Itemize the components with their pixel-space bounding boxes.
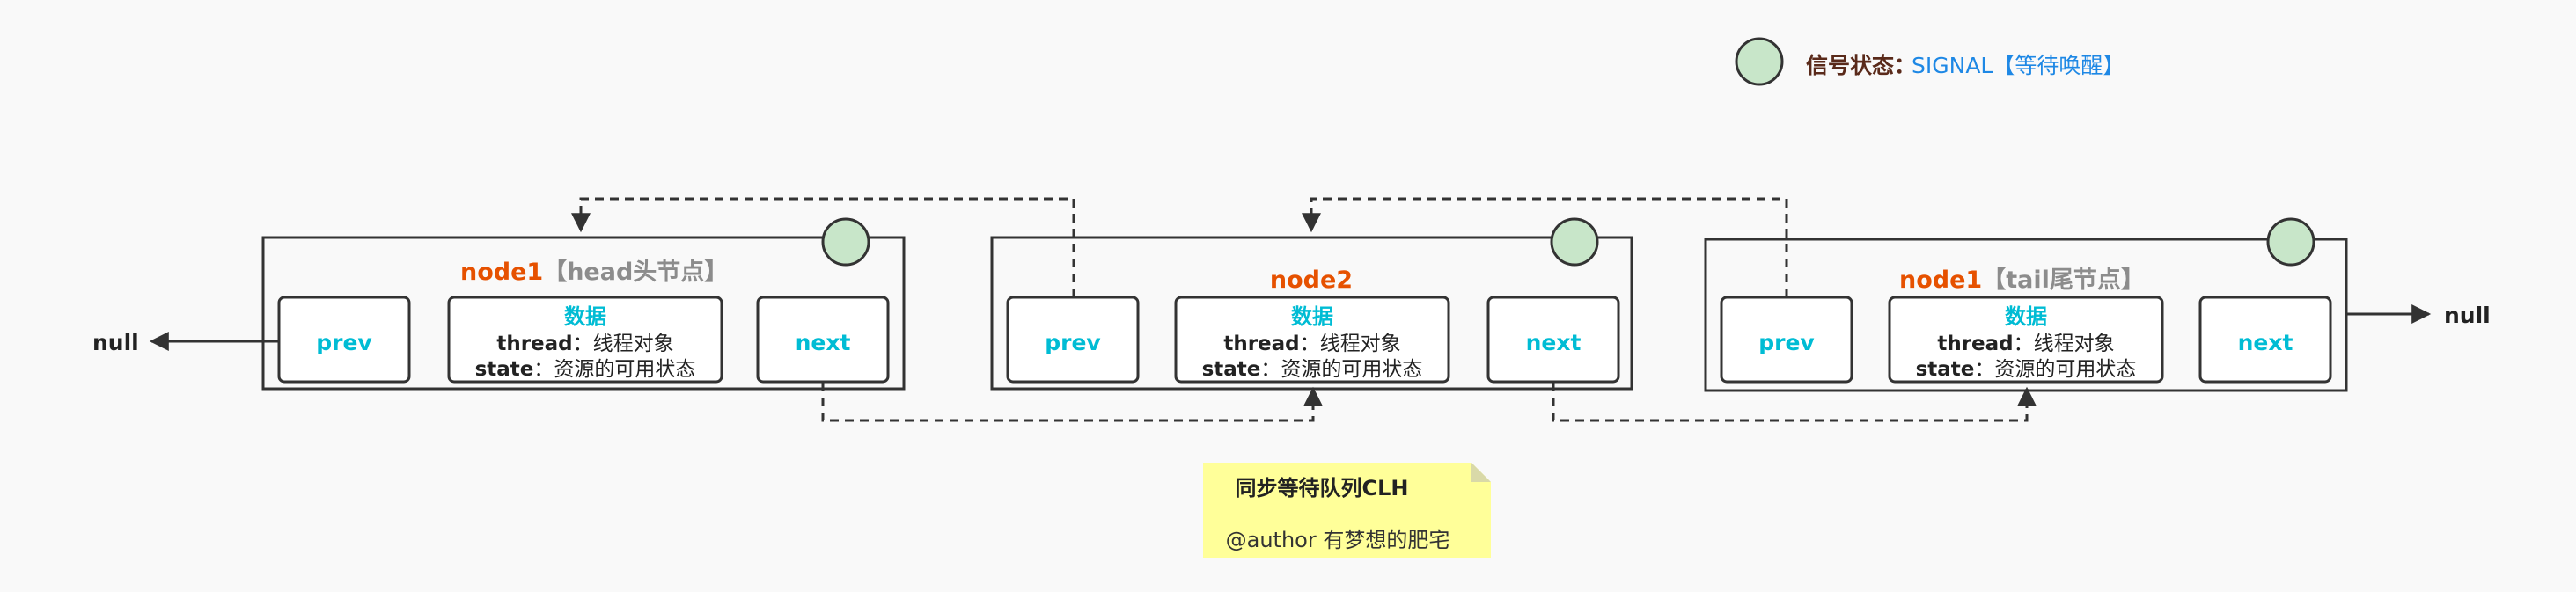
state-value: ：资源的可用状态	[1974, 358, 2136, 381]
node-tail-data-box	[1888, 296, 2164, 384]
legend-label: 信号状态：	[1806, 53, 1916, 78]
thread-key: thread	[1937, 333, 2013, 355]
node-tail-name: node1	[1899, 267, 1982, 294]
next-connectors	[821, 383, 2037, 422]
thread-value: ：线程对象	[573, 333, 674, 355]
node-tail-thread-line: thread：线程对象	[1937, 333, 2114, 355]
node-head-status-circle	[821, 217, 870, 267]
node-tail-title: node1【tail尾节点】	[1899, 267, 2145, 294]
node-head-title: node1【head头节点】	[460, 259, 728, 286]
node-head-name: node1	[460, 259, 543, 286]
node-tail: node1【tail尾节点】 prev 数据 thread：线程对象 state…	[1704, 217, 2348, 392]
legend-value: SIGNAL【等待唤醒】	[1912, 53, 2125, 78]
node-middle-data-title: 数据	[1291, 304, 1333, 329]
prev-connector-node3-to-node2	[1302, 197, 1788, 297]
thread-key: thread	[1223, 333, 1299, 355]
state-key: state	[1202, 358, 1261, 381]
sticky-note: 同步等待队列CLH @author 有梦想的肥宅	[1203, 463, 1491, 558]
node-tail-suffix: 【tail尾节点】	[1982, 267, 2145, 294]
node-middle-prev: prev	[1045, 330, 1100, 355]
thread-value: ：线程对象	[1300, 333, 1401, 355]
node-tail-data-title: 数据	[2005, 304, 2047, 329]
null-left-label: null	[92, 330, 139, 355]
node-head: node1【head头节点】 prev 数据 thread：线程对象 state…	[261, 217, 906, 391]
node-tail-next-box	[2198, 296, 2332, 384]
node-tail-prev: prev	[1758, 330, 1814, 355]
node-middle-thread-line: thread：线程对象	[1223, 333, 1400, 355]
state-value: ：资源的可用状态	[533, 358, 695, 381]
null-right-group: null	[2346, 303, 2491, 328]
prev-connectors	[571, 197, 1788, 297]
legend: 信号状态： SIGNAL【等待唤醒】	[1735, 37, 2125, 86]
sticky-note-body	[1203, 463, 1491, 558]
prev-connector-node2-to-node1	[571, 197, 1075, 297]
next-connector-node1-to-node2	[821, 383, 1323, 422]
node-middle-next: next	[1526, 330, 1582, 355]
node-head-prev: prev	[316, 330, 371, 355]
state-key: state	[1916, 358, 1975, 381]
thread-key: thread	[496, 333, 572, 355]
node-middle-name: node2	[1270, 267, 1353, 294]
node-head-prev-box	[277, 296, 411, 384]
node-head-next-box	[756, 296, 890, 384]
node-tail-status-circle	[2266, 217, 2315, 267]
signal-status-circle	[1735, 37, 1784, 86]
node-middle-title: node2	[1270, 267, 1353, 294]
node-head-data-box	[447, 296, 723, 384]
thread-value: ：线程对象	[2014, 333, 2115, 355]
node-head-frame	[261, 236, 906, 391]
null-left-group: null	[92, 330, 279, 355]
node-middle-prev-box	[1006, 296, 1140, 384]
node-head-next: next	[796, 330, 851, 355]
node-head-data-title: 数据	[564, 304, 606, 329]
state-value: ：资源的可用状态	[1260, 358, 1422, 381]
next-connector-node2-to-node3	[1552, 383, 2037, 422]
state-key: state	[475, 358, 534, 381]
node-tail-frame	[1704, 238, 2348, 392]
node-middle-state-line: state：资源的可用状态	[1202, 358, 1423, 381]
sticky-note-title: 同步等待队列CLH	[1236, 476, 1409, 501]
null-right-label: null	[2444, 303, 2491, 328]
node-middle-frame	[990, 236, 1633, 391]
node-head-thread-line: thread：线程对象	[496, 333, 673, 355]
node-tail-state-line: state：资源的可用状态	[1916, 358, 2137, 381]
node-tail-prev-box	[1720, 296, 1853, 384]
node-tail-next: next	[2238, 330, 2293, 355]
node-middle-status-circle	[1550, 217, 1599, 267]
sticky-note-author: @author 有梦想的肥宅	[1226, 528, 1450, 552]
node-middle: node2 prev 数据 thread：线程对象 state：资源的可用状态 …	[990, 217, 1633, 391]
node-middle-data-box	[1174, 296, 1450, 384]
node-middle-next-box	[1486, 296, 1620, 384]
node-head-suffix: 【head头节点】	[543, 259, 728, 286]
node-head-state-line: state：资源的可用状态	[475, 358, 696, 381]
sticky-note-fold	[1471, 463, 1491, 482]
